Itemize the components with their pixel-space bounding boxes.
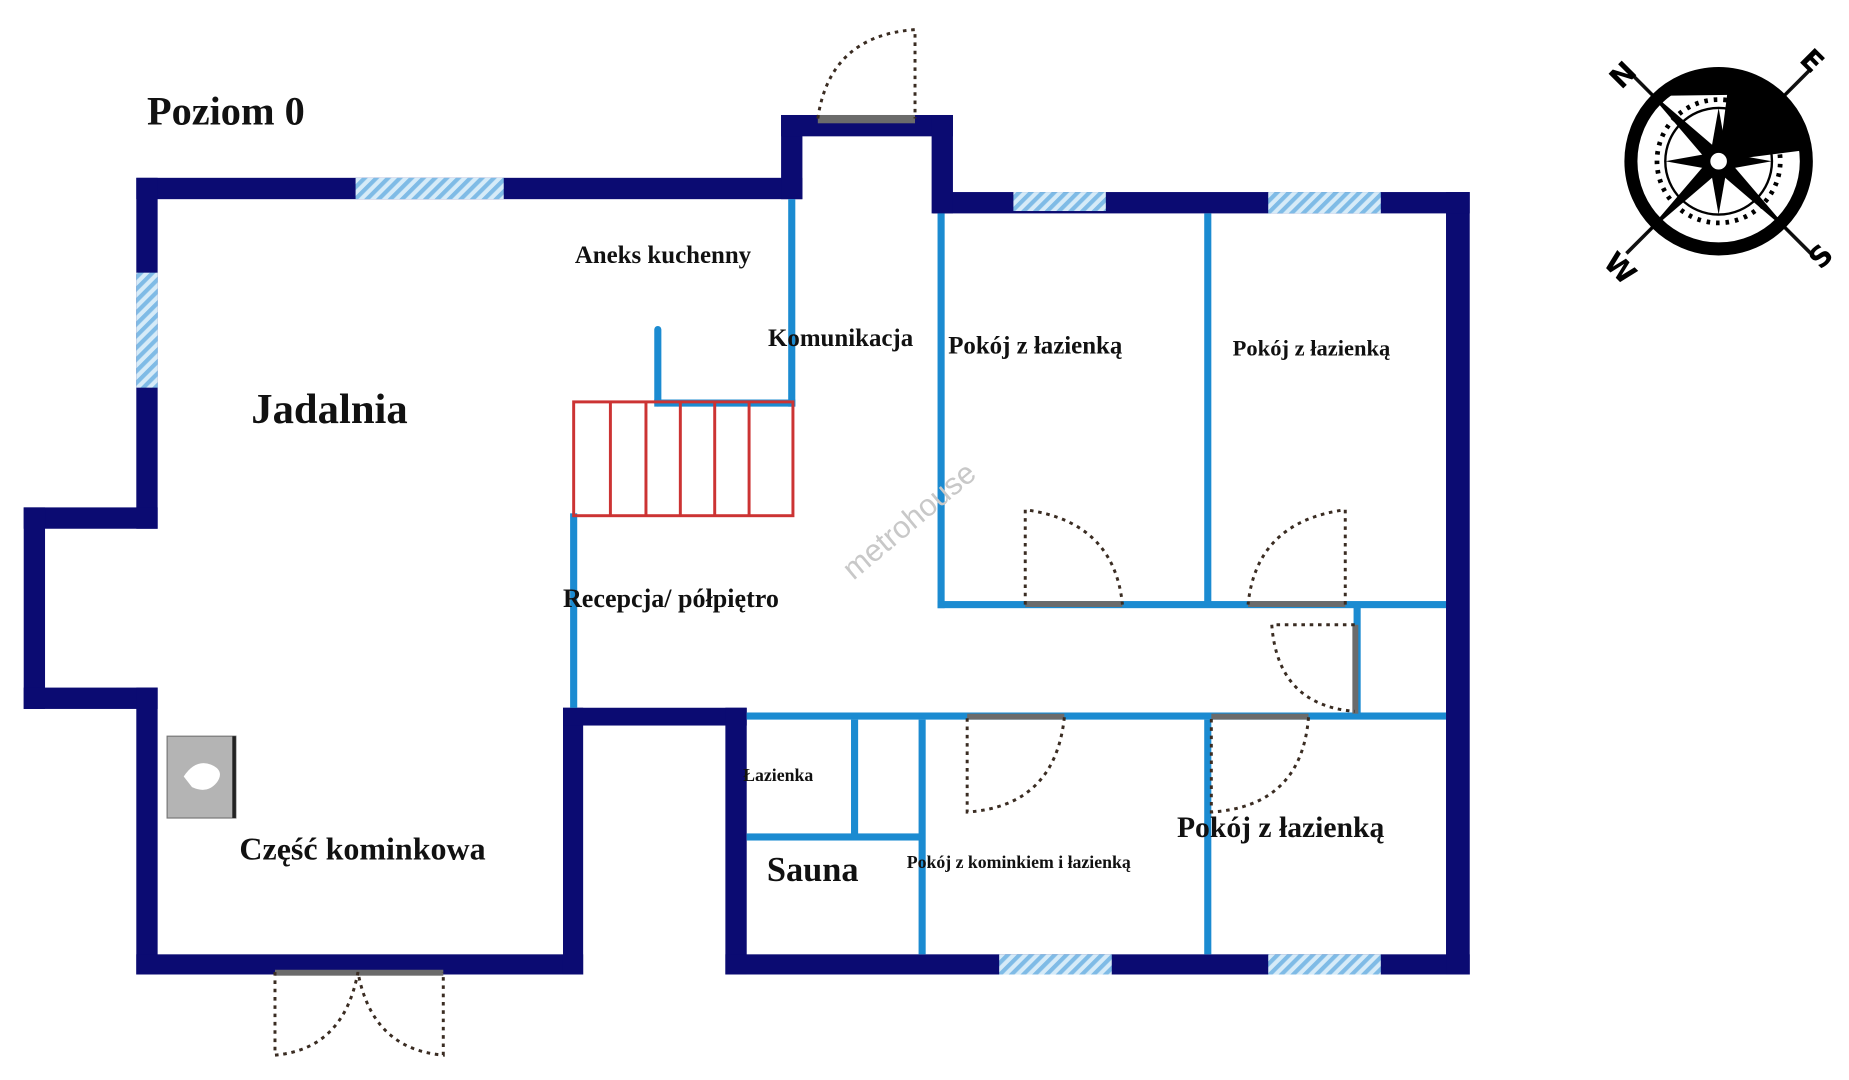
compass-icon [1624, 66, 1813, 256]
room-label-sauna: Sauna [767, 851, 859, 889]
stairs [572, 400, 795, 518]
doors [273, 28, 1359, 1057]
room-label-room-2: Pokój z łazienką [1233, 336, 1391, 361]
compass-north-label: N [1603, 55, 1643, 95]
room-label-kitchenette: Aneks kuchenny [575, 242, 752, 269]
room-label-corridor: Komunikacja [768, 325, 914, 352]
room-label-room-1: Pokój z łazienką [948, 332, 1123, 359]
room-label-room-3: Pokój z łazienką [1177, 812, 1385, 844]
window [136, 272, 158, 388]
window [999, 954, 1112, 975]
room-label-fireplace-room: Pokój z kominkiem i łazienką [907, 852, 1131, 872]
room-label-fireplace-area: Część kominkowa [239, 830, 485, 866]
room-label-dining: Jadalnia [251, 386, 407, 433]
window [1268, 954, 1381, 975]
window [1013, 192, 1106, 212]
room-label-reception: Recepcja/ półpiętro [563, 584, 779, 613]
watermark: metrohouse [835, 455, 982, 586]
windows [136, 177, 1381, 975]
window [1268, 192, 1381, 214]
compass-west-label: W [1597, 246, 1643, 292]
window [355, 177, 504, 200]
compass-south-label: S [1802, 238, 1840, 276]
fireplace-icon [166, 735, 237, 819]
level-title: Poziom 0 [147, 88, 305, 133]
compass-east-label: E [1793, 42, 1830, 79]
room-label-bathroom: Łazienka [743, 765, 813, 785]
